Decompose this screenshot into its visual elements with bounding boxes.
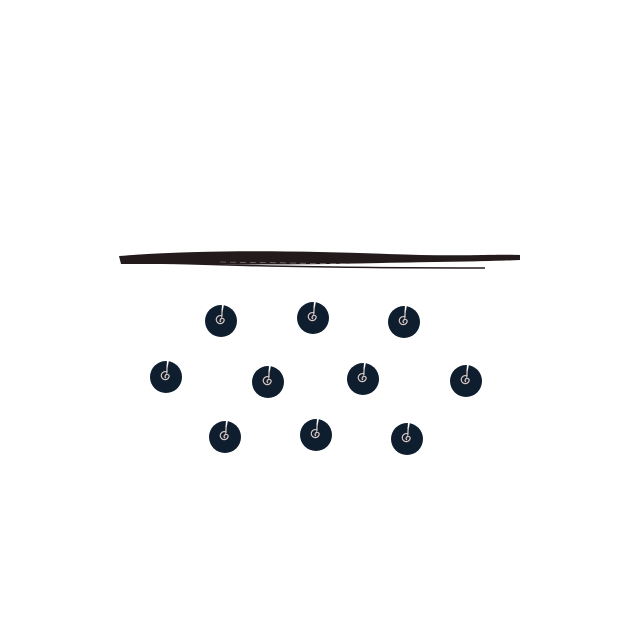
- spiral-disc: [388, 305, 420, 338]
- spiral-disc: [205, 304, 237, 337]
- spiral-disc: [297, 301, 329, 334]
- spiral-icon: [401, 427, 411, 443]
- spiral-icon: [262, 370, 272, 386]
- spiral-disc: [209, 420, 241, 453]
- spiral-icon: [219, 425, 229, 441]
- spiral-disc: [300, 418, 332, 451]
- spiral-disc: [347, 362, 379, 395]
- spiral-icon: [160, 365, 170, 381]
- spiral-disc: [391, 422, 423, 455]
- spiral-icon: [398, 310, 408, 326]
- spiral-icon: [357, 367, 367, 383]
- spiral-icon: [460, 369, 470, 385]
- spiral-icon: [215, 309, 225, 325]
- spiral-disc: [450, 364, 482, 397]
- brush-stroke: [119, 251, 520, 269]
- spiral-icon: [307, 306, 317, 322]
- spiral-disc: [150, 360, 182, 393]
- spiral-disc: [252, 365, 284, 398]
- spiral-icon: [310, 423, 320, 439]
